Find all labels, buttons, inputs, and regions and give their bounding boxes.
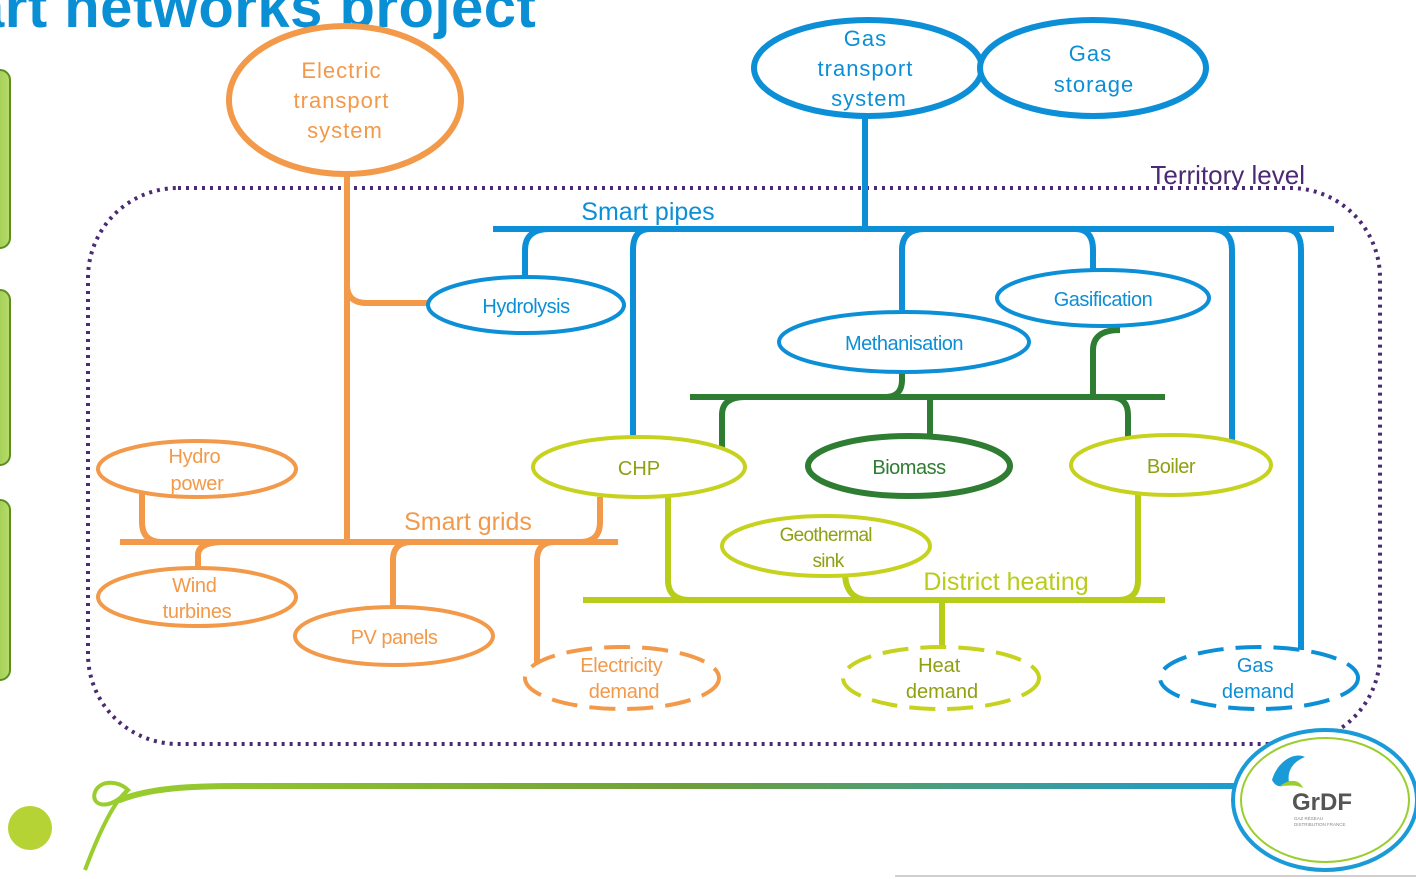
label-heat-demand-line: Heat xyxy=(918,655,961,677)
node-methanisation xyxy=(777,310,1031,374)
territory-boundary xyxy=(86,186,1382,746)
slide-title: art networks project xyxy=(0,0,537,40)
label-gasification: Gasification xyxy=(1054,289,1153,311)
label-gas-demand-line: demand xyxy=(1222,681,1294,703)
grdf-logo: GrDF GAZ RÉSEAU DISTRIBUTION FRANCE xyxy=(1231,728,1416,872)
label-hydro-power-line: power xyxy=(171,473,225,495)
label-gas-transport-line: transport xyxy=(818,56,914,81)
label-methanisation: Methanisation xyxy=(845,333,963,355)
node-hydrolysis xyxy=(426,275,626,335)
label-gas-transport-line: system xyxy=(831,86,907,111)
node-heat-demand xyxy=(841,645,1041,711)
label-geothermal-sink: Geothermal sink xyxy=(780,525,877,572)
label-gas-demand: Gas demand xyxy=(1222,655,1294,703)
grdf-logo-tagline-line: DISTRIBUTION FRANCE xyxy=(1294,822,1346,827)
node-geothermal-sink xyxy=(720,514,932,578)
label-geothermal-sink-line: Geothermal xyxy=(780,525,872,546)
smart-pipes-label: Smart pipes xyxy=(581,198,714,226)
label-wind-turbines: Wind turbines xyxy=(163,575,232,623)
node-hydro-power xyxy=(96,439,298,499)
grdf-logo-tagline: GAZ RÉSEAU DISTRIBUTION FRANCE xyxy=(1294,815,1346,827)
node-biomass xyxy=(805,433,1013,499)
node-gasification xyxy=(995,268,1211,328)
grdf-logo-tagline-line: GAZ RÉSEAU xyxy=(1294,815,1323,821)
label-wind-turbines-line: Wind xyxy=(172,575,216,597)
biomass-network xyxy=(690,327,1165,450)
label-biomass: Biomass xyxy=(872,457,946,479)
gas-network xyxy=(493,115,1334,650)
label-hydro-power: Hydro power xyxy=(168,446,225,495)
label-wind-turbines-line: turbines xyxy=(163,601,232,623)
label-electric-transport-line: transport xyxy=(294,88,390,113)
node-electric-transport xyxy=(226,23,464,177)
node-electricity-demand xyxy=(523,645,721,711)
label-boiler: Boiler xyxy=(1147,456,1196,478)
label-pv-panels: PV panels xyxy=(351,627,438,649)
label-electricity-demand: Electricity demand xyxy=(580,655,668,703)
label-gas-storage-line: storage xyxy=(1054,72,1134,97)
side-tab-1 xyxy=(0,69,11,249)
label-electricity-demand-line: Electricity xyxy=(580,655,663,677)
label-gas-storage: Gas storage xyxy=(1054,41,1134,97)
smart-grids-label: Smart grids xyxy=(404,508,532,536)
node-gas-storage xyxy=(977,17,1209,119)
label-gas-demand-line: Gas xyxy=(1237,655,1274,677)
label-gas-transport: Gas transport system xyxy=(818,26,921,111)
label-electric-transport: Electric transport system xyxy=(294,58,397,143)
label-heat-demand: Heat demand xyxy=(906,655,978,703)
label-electric-transport-line: system xyxy=(307,118,383,143)
label-gas-storage-line: Gas xyxy=(1069,41,1112,66)
footer-swoosh xyxy=(117,783,1263,803)
side-tab-3 xyxy=(0,499,11,681)
node-gas-demand xyxy=(1158,645,1360,711)
grdf-flame-icon xyxy=(1272,755,1305,787)
heating-network xyxy=(583,491,1165,645)
node-boiler xyxy=(1069,433,1273,497)
district-heating-label: District heating xyxy=(923,568,1088,596)
footer-leaf xyxy=(83,780,132,871)
label-chp: CHP xyxy=(618,458,660,480)
grdf-logo-name: GrDF xyxy=(1292,789,1352,816)
label-electricity-demand-line: demand xyxy=(589,681,659,703)
node-wind-turbines xyxy=(96,566,298,628)
label-gas-transport-line: Gas xyxy=(844,26,887,51)
label-hydrolysis: Hydrolysis xyxy=(482,296,570,318)
label-electric-transport-line: Electric xyxy=(301,58,381,83)
label-hydro-power-line: Hydro xyxy=(168,446,220,468)
side-tab-2 xyxy=(0,289,11,466)
label-heat-demand-line: demand xyxy=(906,681,978,703)
footer-dot xyxy=(8,806,52,850)
territory-level-label: Territory level xyxy=(1150,160,1305,190)
node-chp xyxy=(531,435,747,499)
label-geothermal-sink-line: sink xyxy=(813,551,845,572)
electric-network xyxy=(120,175,618,665)
node-pv-panels xyxy=(293,605,495,667)
